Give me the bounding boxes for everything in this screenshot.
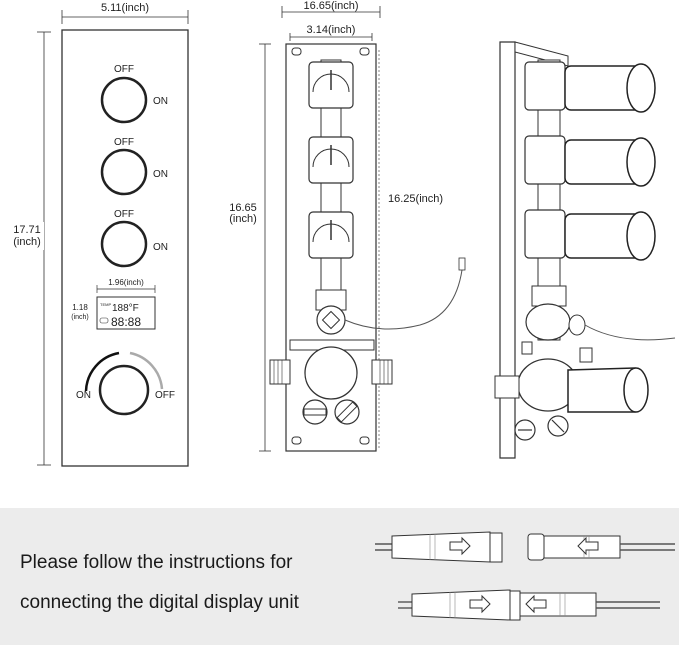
main-knob [98, 364, 150, 416]
cartridge-2 [308, 136, 354, 184]
display-height-label-line1: 1.18 [72, 303, 88, 312]
main-knob-on-label: ON [76, 390, 91, 401]
arrow-right-icon [469, 594, 491, 614]
valve-body-perspective [494, 41, 676, 459]
panel-width-label: 5.11(inch) [101, 2, 149, 14]
instruction-line-2: connecting the digital display unit [20, 592, 299, 613]
panel-height-label-line1: 17.71 [13, 224, 41, 236]
display-top-value: 188°F [112, 303, 139, 314]
display-small-text: TEMP [100, 302, 111, 307]
display-width-label: 1.96(inch) [108, 278, 144, 287]
knob-2 [100, 148, 148, 196]
arrow-right-icon [449, 536, 471, 556]
connector-male-top [375, 531, 503, 563]
cartridge-3 [308, 211, 354, 259]
valve-height-label-line1: 16.65 [229, 202, 257, 214]
valve-width-label: 16.65(inch) [303, 0, 358, 12]
valve-inner-width-label: 3.14(inch) [307, 24, 356, 36]
instruction-line-1: Please follow the instructions for [20, 552, 293, 573]
knob-1-on-label: ON [153, 96, 168, 107]
arrow-left-icon [577, 536, 599, 556]
valve-height-label-line2: (inch) [229, 213, 257, 225]
knob-2-off-label: OFF [114, 137, 134, 148]
dial-arc-on [84, 351, 120, 392]
display-height-label-line2: (inch) [71, 314, 89, 321]
knob-1-off-label: OFF [114, 64, 134, 75]
valve-body-front: 16.65(inch) 3.14(inch) 16.65 (inch) 16.2… [228, 0, 466, 452]
dial-arc-off [129, 351, 164, 390]
knob-2-on-label: ON [153, 169, 168, 180]
instructions-section: Please follow the instructions for conne… [0, 508, 679, 645]
panel-height-label-line2: (inch) [13, 236, 41, 248]
display-bottom-value: 88:88 [111, 315, 141, 329]
knob-3-on-label: ON [153, 242, 168, 253]
valve-inner-height-label: 16.25(inch) [388, 193, 443, 205]
connector-illustration [375, 531, 675, 621]
arrow-left-icon [525, 594, 547, 614]
digital-display [96, 296, 156, 330]
perspective-cartridge-3 [524, 209, 656, 261]
connector-joined-bottom [398, 589, 660, 621]
front-panel: 5.11(inch) 17.71 (inch) OFF ON OFF ON OF… [10, 2, 189, 467]
cartridge-1 [308, 61, 354, 109]
main-knob-off-label: OFF [155, 390, 175, 401]
knob-1 [100, 76, 148, 124]
knob-3 [100, 220, 148, 268]
connector-female-top [527, 533, 675, 561]
perspective-cartridge-2 [524, 135, 656, 187]
perspective-cartridge-1 [524, 61, 656, 113]
knob-3-off-label: OFF [114, 209, 134, 220]
